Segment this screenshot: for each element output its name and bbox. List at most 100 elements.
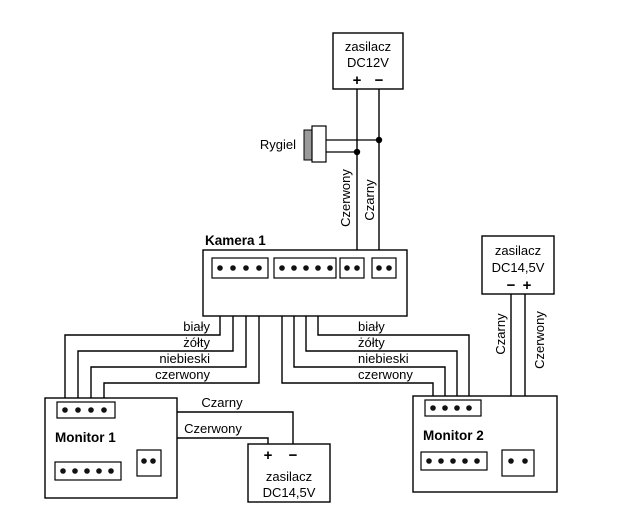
camera-terminal-dots-left (217, 265, 262, 271)
power-supply-right: zasilacz DC14,5V − + (481, 235, 555, 295)
door-strike-label: Rygiel (260, 137, 296, 152)
terminal-dot (327, 265, 333, 271)
monitor1-terminal-dots-top (62, 407, 107, 413)
camera-supply-red-label: Czerwony (338, 169, 353, 227)
monitor1-terminal-dots-bottom (60, 468, 114, 474)
terminal-dot (474, 458, 480, 464)
power-supply-dc12v-name: zasilacz (345, 39, 391, 54)
power-supply-right-voltage: DC14,5V (492, 260, 545, 275)
terminal-dot (291, 265, 297, 271)
terminal-dot (256, 265, 262, 271)
power-supply-bottom-name: zasilacz (266, 469, 312, 484)
terminal-dot (426, 458, 432, 464)
minus-terminal: − (507, 277, 516, 294)
power-supply-bottom-box (247, 443, 331, 503)
bus-left-czerwony-label: czerwony (155, 367, 210, 382)
terminal-dot (438, 458, 444, 464)
terminal-dot (454, 405, 460, 411)
terminal-dot (442, 405, 448, 411)
terminal-dot (508, 458, 514, 464)
bus-right-czerwony-label: czerwony (358, 367, 413, 382)
monitor1-unit: Monitor 1 (44, 397, 178, 499)
monitor1-supply-red-label: Czerwony (184, 421, 242, 436)
terminal-dot (466, 405, 472, 411)
monitor1-power-dots (141, 458, 156, 464)
terminal-dot (217, 265, 223, 271)
terminal-dot (344, 265, 350, 271)
power-supply-right-box (481, 235, 555, 295)
strike-body (311, 125, 327, 163)
terminal-dot (84, 468, 90, 474)
monitor1-terminal-block-top (56, 401, 116, 419)
camera-terminal-dots-middle (279, 265, 333, 271)
strike-plate (303, 129, 313, 161)
monitor2-terminal-dots-bottom (426, 458, 480, 464)
door-strike (303, 125, 327, 163)
terminal-dot (522, 458, 528, 464)
bus-right-bialy-label: biały (358, 319, 385, 334)
terminal-dot (462, 458, 468, 464)
terminal-dot (62, 407, 68, 413)
terminal-dot (450, 458, 456, 464)
terminal-dot (60, 468, 66, 474)
camera-terminal-block-left (211, 257, 269, 279)
terminal-dot (386, 265, 392, 271)
bus-left-bialy-label: biały (183, 319, 210, 334)
terminal-dot (141, 458, 147, 464)
camera-power-block-2 (371, 257, 397, 279)
terminal-dot (315, 265, 321, 271)
monitor2-terminal-block-top (424, 399, 482, 417)
terminal-dot (243, 265, 249, 271)
camera-label: Kamera 1 (205, 233, 266, 248)
terminal-dot (150, 458, 156, 464)
camera-power-dots-1 (344, 265, 360, 271)
monitor2-supply-black-label: Czarny (493, 313, 508, 355)
minus-terminal: − (289, 447, 298, 464)
terminal-dot (75, 407, 81, 413)
power-supply-dc12v-voltage: DC12V (347, 55, 389, 70)
plus-terminal: + (353, 72, 362, 89)
monitor1-power-connector (136, 449, 162, 477)
terminal-dot (108, 468, 114, 474)
terminal-dot (72, 468, 78, 474)
junction-dot (375, 136, 383, 144)
monitor2-supply-red-label: Czerwony (532, 311, 547, 369)
camera-power-dots-2 (376, 265, 392, 271)
camera-power-block-1 (339, 257, 365, 279)
monitor2-terminal-dots-top (430, 405, 472, 411)
wire-niebieski-left (90, 278, 247, 402)
labels: Rygiel Czerwony Czarny Czarny Czerwony b… (155, 137, 547, 436)
power-supply-dc12v-box (332, 32, 404, 90)
wire-czerwony-left (103, 278, 260, 402)
monitor2-label: Monitor 2 (423, 428, 484, 443)
terminal-dot (376, 265, 382, 271)
monitor1-label: Monitor 1 (55, 430, 116, 445)
power-supply-right-name: zasilacz (495, 243, 541, 258)
bus-right-zolty-label: żółty (358, 335, 385, 350)
terminal-dot (354, 265, 360, 271)
monitor2-power-dots (508, 458, 528, 464)
plus-terminal: + (523, 277, 532, 294)
plus-terminal: + (264, 447, 273, 464)
monitor2-power-connector (501, 449, 535, 477)
terminal-dot (279, 265, 285, 271)
wire-czerwony-right (281, 278, 434, 400)
terminal-dot (101, 407, 107, 413)
camera-unit: Kamera 1 (202, 233, 408, 317)
wire-niebieski-right (293, 278, 446, 400)
power-supply-dc12v: zasilacz DC12V + − (332, 32, 404, 90)
terminal-dot (88, 407, 94, 413)
junction-dot (353, 148, 361, 156)
terminal-dot (96, 468, 102, 474)
power-supply-bottom-voltage: DC14,5V (263, 485, 316, 500)
terminal-dot (303, 265, 309, 271)
monitor2-unit: Monitor 2 (412, 395, 558, 493)
power-supply-bottom: + − zasilacz DC14,5V (247, 443, 331, 503)
bus-left-niebieski-label: niebieski (159, 351, 210, 366)
monitor1-supply-black-label: Czarny (201, 395, 243, 410)
terminal-dot (230, 265, 236, 271)
minus-terminal: − (375, 72, 384, 89)
terminal-dot (430, 405, 436, 411)
